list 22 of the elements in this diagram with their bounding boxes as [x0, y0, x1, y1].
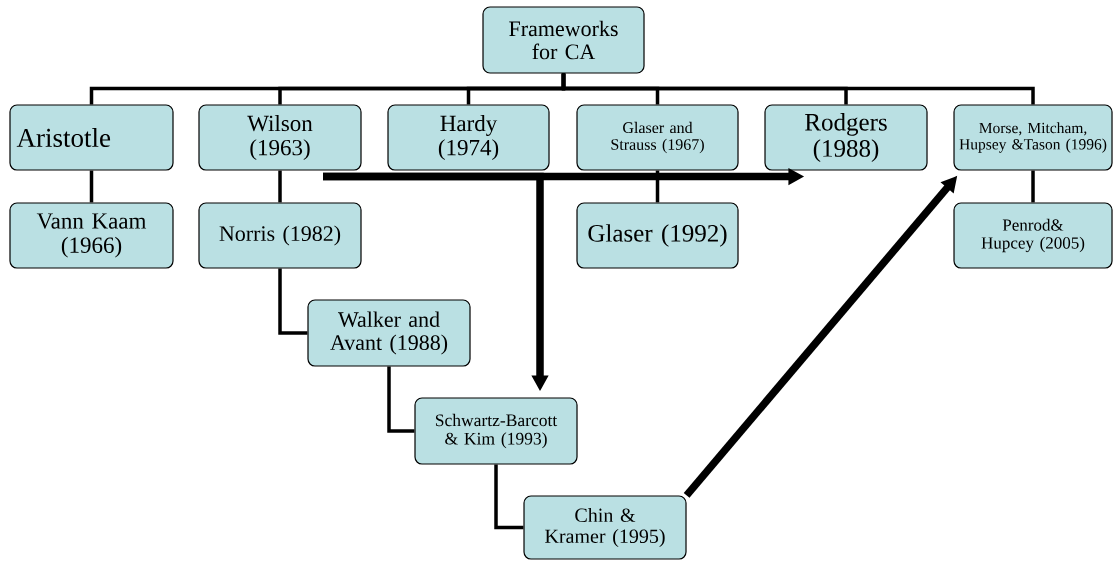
framework-box: Wilson (1963) [198, 104, 362, 171]
connector [655, 170, 660, 203]
framework-box: Vann Kaam (1966) [9, 202, 174, 269]
framework-box: Rodgers (1988) [764, 104, 928, 171]
connector [1031, 170, 1035, 203]
framework-box: Morse, Mitcham, Hupsey &Tason (1996) [953, 104, 1113, 171]
framework-box: Penrod& Hupcey (2005) [953, 202, 1113, 269]
framework-box: Walker and Avant (1988) [307, 299, 471, 367]
connector [278, 268, 308, 335]
framework-box: Schwartz-Barcott & Kim (1993) [414, 397, 578, 465]
framework-box: Aristotle [9, 104, 174, 171]
framework-box: Chin & Kramer (1995) [523, 495, 687, 560]
framework-box: Norris (1982) [198, 202, 362, 269]
connector [278, 170, 282, 203]
framework-box: Glaser (1992) [576, 202, 739, 269]
framework-box: Glaser and Strauss (1967) [576, 104, 739, 171]
connector [494, 464, 524, 530]
framework-box: Frameworks for CA [482, 6, 645, 74]
connector [89, 170, 94, 203]
connector [387, 366, 415, 433]
framework-box: Hardy (1974) [387, 104, 550, 171]
connector [561, 73, 1035, 105]
